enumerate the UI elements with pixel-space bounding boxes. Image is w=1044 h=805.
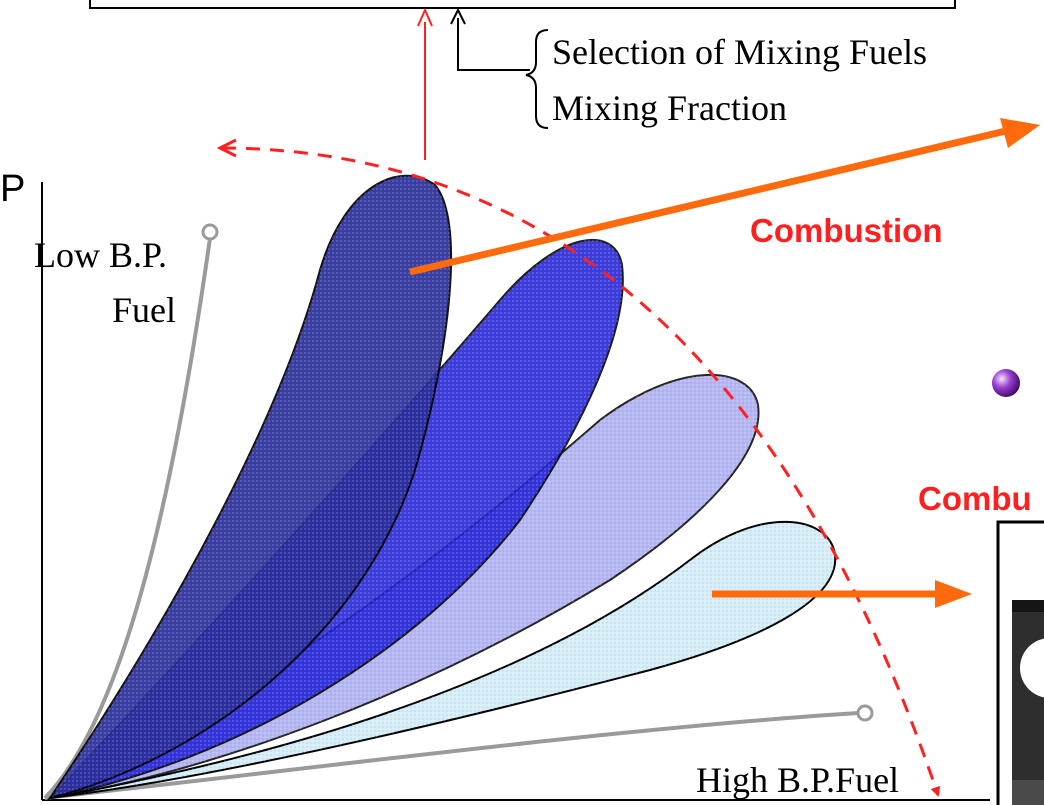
high-bp-label: High B.P.Fuel bbox=[696, 760, 900, 800]
orange-arrow-upper bbox=[409, 126, 1011, 276]
low-bp-label-line2: Fuel bbox=[112, 290, 177, 330]
curly-brace bbox=[525, 29, 549, 129]
high-bp-endpoint-icon bbox=[856, 704, 874, 722]
combustor-device-icon bbox=[996, 520, 1044, 805]
low-bp-label-line1: Low B.P. bbox=[34, 235, 168, 275]
purple-sphere-icon bbox=[992, 369, 1020, 397]
high-bp-fuel-curve bbox=[44, 711, 859, 800]
low-bp-endpoint-icon bbox=[201, 223, 219, 241]
red-dashed-arc bbox=[221, 146, 941, 797]
black-bracket-arrow bbox=[457, 18, 530, 71]
red-up-arrowhead bbox=[417, 7, 433, 27]
axis-p-label: P bbox=[0, 168, 26, 210]
low-bp-fuel-curve bbox=[43, 237, 212, 800]
selection-label: Selection of Mixing Fuels bbox=[552, 32, 927, 72]
orange-arrow-lower-head bbox=[935, 580, 972, 608]
lobe-dark bbox=[47, 174, 453, 800]
combustion-label-cut: Combu bbox=[918, 480, 1032, 517]
red-arc-left-arrowhead bbox=[216, 138, 237, 158]
top-box-frame bbox=[89, 0, 956, 9]
fraction-label: Mixing Fraction bbox=[552, 88, 787, 128]
black-up-arrowhead bbox=[450, 7, 466, 25]
orange-arrow-upper-head bbox=[1000, 118, 1040, 148]
combustion-label: Combustion bbox=[750, 212, 943, 249]
